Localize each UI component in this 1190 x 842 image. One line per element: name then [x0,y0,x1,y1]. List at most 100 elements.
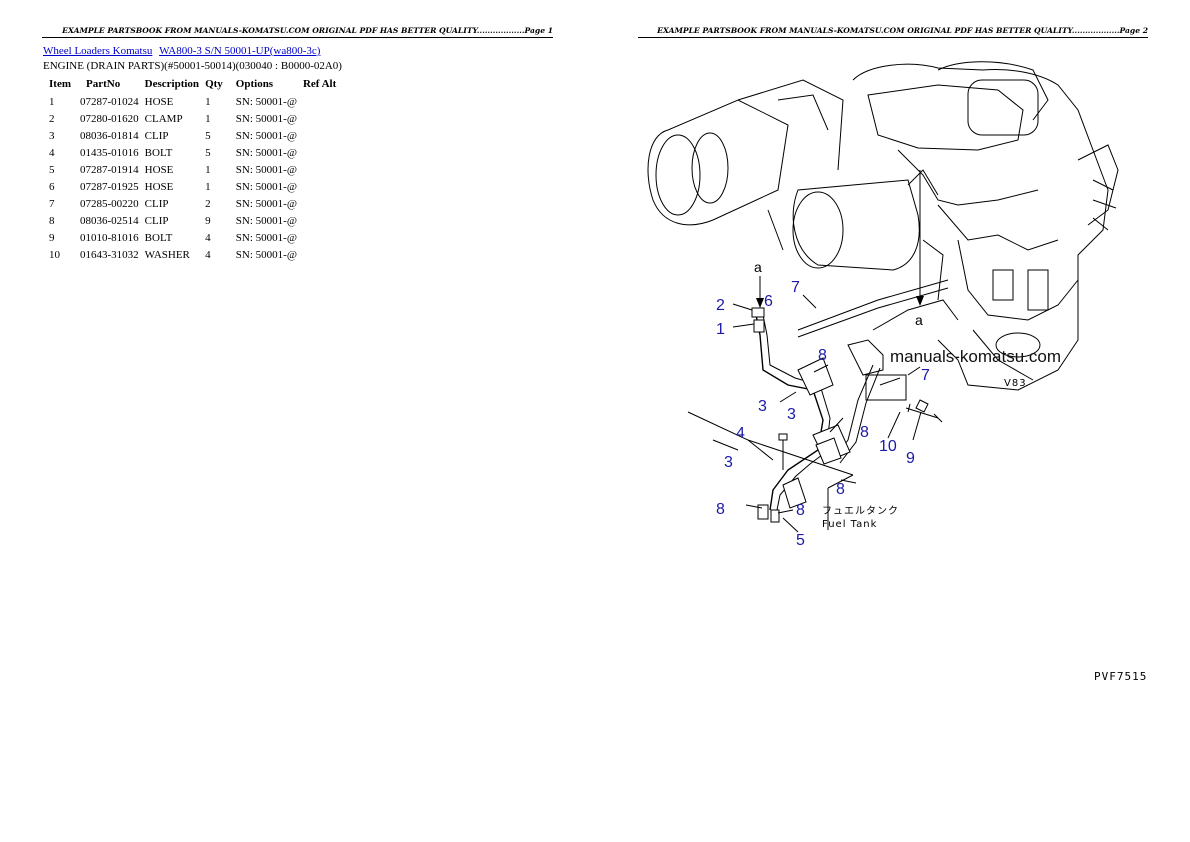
callout-3-lower[interactable]: 3 [724,454,733,471]
figure-code: PVF7515 [1094,670,1148,683]
callout-8-mid[interactable]: 8 [860,424,869,441]
cell-qty: 5 [205,146,211,159]
callout-8-right[interactable]: 8 [796,502,805,519]
cell-description: CLIP [144,214,169,227]
cell-refalt [300,110,339,127]
page-header-2: EXAMPLE PARTSBOOK FROM MANUALS-KOMATSU.C… [638,26,1148,38]
cell-partno: 08036-02514 [80,214,139,227]
cell-description: WASHER [144,248,190,261]
cell-options: SN: 50001-@ [235,95,297,108]
cell-options: SN: 50001-@ [235,231,297,244]
cell-refalt [300,93,339,110]
cell-description: CLIP [144,129,169,142]
callout-4[interactable]: 4 [736,425,745,442]
cell-item: 5 [49,163,55,176]
cell-partno: 01435-01016 [80,146,139,159]
cell-description: HOSE [144,163,174,176]
cell-refalt [300,212,339,229]
callout-9[interactable]: 9 [906,450,915,467]
table-row: 5 07287-01914 HOSE 1 SN: 50001-@ [43,161,339,178]
cell-description: HOSE [144,180,174,193]
callout-7-top[interactable]: 7 [791,279,800,296]
callout-6[interactable]: 6 [764,293,773,310]
page-header-1: EXAMPLE PARTSBOOK FROM MANUALS-KOMATSU.C… [42,26,553,38]
callout-7-right[interactable]: 7 [921,367,930,384]
cell-partno: 01010-81016 [80,231,139,244]
section-title: ENGINE (DRAIN PARTS)(#50001-50014)(03004… [43,60,342,72]
cell-item: 10 [49,248,60,261]
col-description: Description [144,78,200,90]
cell-description: BOLT [144,146,173,159]
ref-a-mid: a [915,312,923,328]
cell-options: SN: 50001-@ [235,146,297,159]
ref-a-top: a [754,259,762,275]
cell-refalt [300,144,339,161]
cell-partno: 08036-01814 [80,129,139,142]
col-item: Item [49,78,71,90]
parts-table-header: Item PartNo Description Qty Options Ref … [43,75,339,93]
cell-qty: 5 [205,129,211,142]
cell-refalt [300,127,339,144]
breadcrumb: Wheel Loaders Komatsu WA800-3 S/N 50001-… [43,45,320,57]
cell-qty: 4 [205,231,211,244]
col-qty: Qty [205,78,223,90]
cell-description: HOSE [144,95,174,108]
cell-options: SN: 50001-@ [235,112,297,125]
air-cleaner [647,79,939,271]
callout-2[interactable]: 2 [716,297,725,314]
cell-description: CLAMP [144,112,183,125]
cell-item: 2 [49,112,55,125]
cell-options: SN: 50001-@ [235,197,297,210]
cell-options: SN: 50001-@ [235,214,297,227]
callout-5[interactable]: 5 [796,532,805,549]
cell-options: SN: 50001-@ [235,163,297,176]
cell-qty: 1 [205,95,211,108]
cell-options: SN: 50001-@ [235,129,297,142]
callout-8-upper[interactable]: 8 [818,347,827,364]
drain-hose-route [687,170,959,533]
cell-partno: 07287-01024 [80,95,139,108]
cell-refalt [300,229,339,246]
cell-partno: 07280-01620 [80,112,139,125]
cell-item: 7 [49,197,55,210]
cell-partno: 07287-01914 [80,163,139,176]
cell-qty: 9 [205,214,211,227]
callout-8-low[interactable]: 8 [836,481,845,498]
callout-1[interactable]: 1 [716,321,725,338]
cell-item: 3 [49,129,55,142]
cell-item: 1 [49,95,55,108]
breadcrumb-link-model[interactable]: WA800-3 S/N 50001-UP(wa800-3c) [159,45,321,57]
cell-refalt [300,178,339,195]
cell-qty: 4 [205,248,211,261]
cell-qty: 1 [205,112,211,125]
cell-partno: 01643-31032 [80,248,139,261]
callout-8-left[interactable]: 8 [716,501,725,518]
col-partno: PartNo [86,78,121,90]
parts-diagram: V83 [647,61,1119,549]
table-row: 2 07280-01620 CLAMP 1 SN: 50001-@ [43,110,339,127]
cell-qty: 1 [205,163,211,176]
callout-3-left[interactable]: 3 [758,398,767,415]
table-row: 8 08036-02514 CLIP 9 SN: 50001-@ [43,212,339,229]
fuel-tank-label-jp: フュエルタンク [822,505,899,517]
cell-refalt [300,161,339,178]
cell-qty: 1 [205,180,211,193]
cell-item: 8 [49,214,55,227]
cell-partno: 07287-01925 [80,180,139,193]
breadcrumb-link-category[interactable]: Wheel Loaders Komatsu [43,45,153,57]
cell-options: SN: 50001-@ [235,248,297,261]
cell-item: 4 [49,146,55,159]
table-row: 1 07287-01024 HOSE 1 SN: 50001-@ [43,93,339,110]
callout-3-mid[interactable]: 3 [787,406,796,423]
table-row: 3 08036-01814 CLIP 5 SN: 50001-@ [43,127,339,144]
cell-options: SN: 50001-@ [235,180,297,193]
cell-refalt [300,195,339,212]
parts-table: Item PartNo Description Qty Options Ref … [43,75,339,263]
table-row: 10 01643-31032 WASHER 4 SN: 50001-@ [43,246,339,263]
engine-outline: V83 [852,61,1119,391]
cell-description: BOLT [144,231,173,244]
callout-10[interactable]: 10 [879,438,897,455]
